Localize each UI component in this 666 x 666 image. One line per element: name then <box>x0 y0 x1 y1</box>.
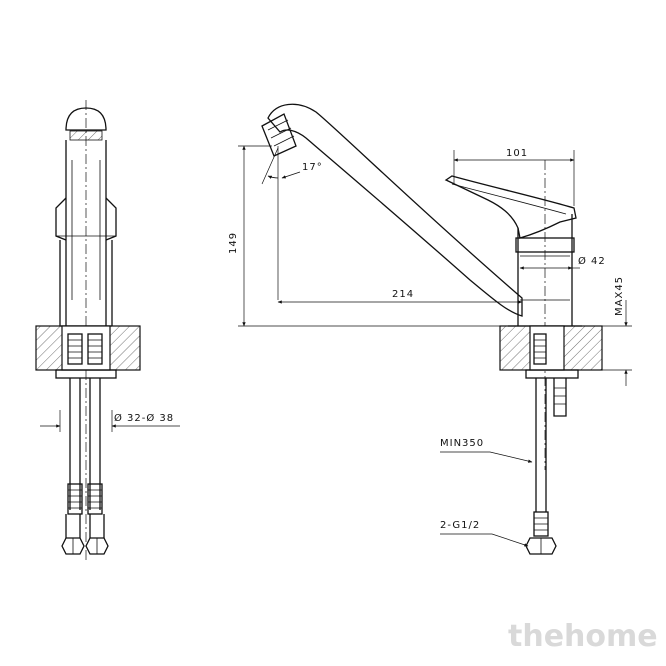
dim-body-diameter: Ø 42 <box>578 255 606 267</box>
dim-spout-reach: 214 <box>392 289 414 300</box>
side-spout <box>267 103 523 317</box>
side-handle-lever <box>444 175 577 239</box>
dim-hole-diameter: Ø 32-Ø 38 <box>114 412 174 424</box>
side-aerator <box>261 113 297 157</box>
side-hose <box>535 378 547 512</box>
dim-thread-size: 2-G1/2 <box>440 520 480 531</box>
front-hoses <box>69 378 101 510</box>
front-handle <box>55 197 117 241</box>
dim-max-counter-thickness: MAX45 <box>614 276 625 316</box>
dim-spout-height: 149 <box>228 232 239 254</box>
watermark-logo: thehome <box>508 619 658 654</box>
front-view: Ø 32-Ø 38 <box>35 100 180 560</box>
dim-handle-length: 101 <box>506 148 528 159</box>
side-view: 101 149 17° 214 Ø 42 MAX45 MIN350 2-G1/2 <box>228 103 632 555</box>
dim-min-hose-length: MIN350 <box>440 438 484 449</box>
side-body <box>517 214 573 326</box>
dim-spout-angle: 17° <box>302 162 323 173</box>
front-spout-body <box>65 140 107 326</box>
